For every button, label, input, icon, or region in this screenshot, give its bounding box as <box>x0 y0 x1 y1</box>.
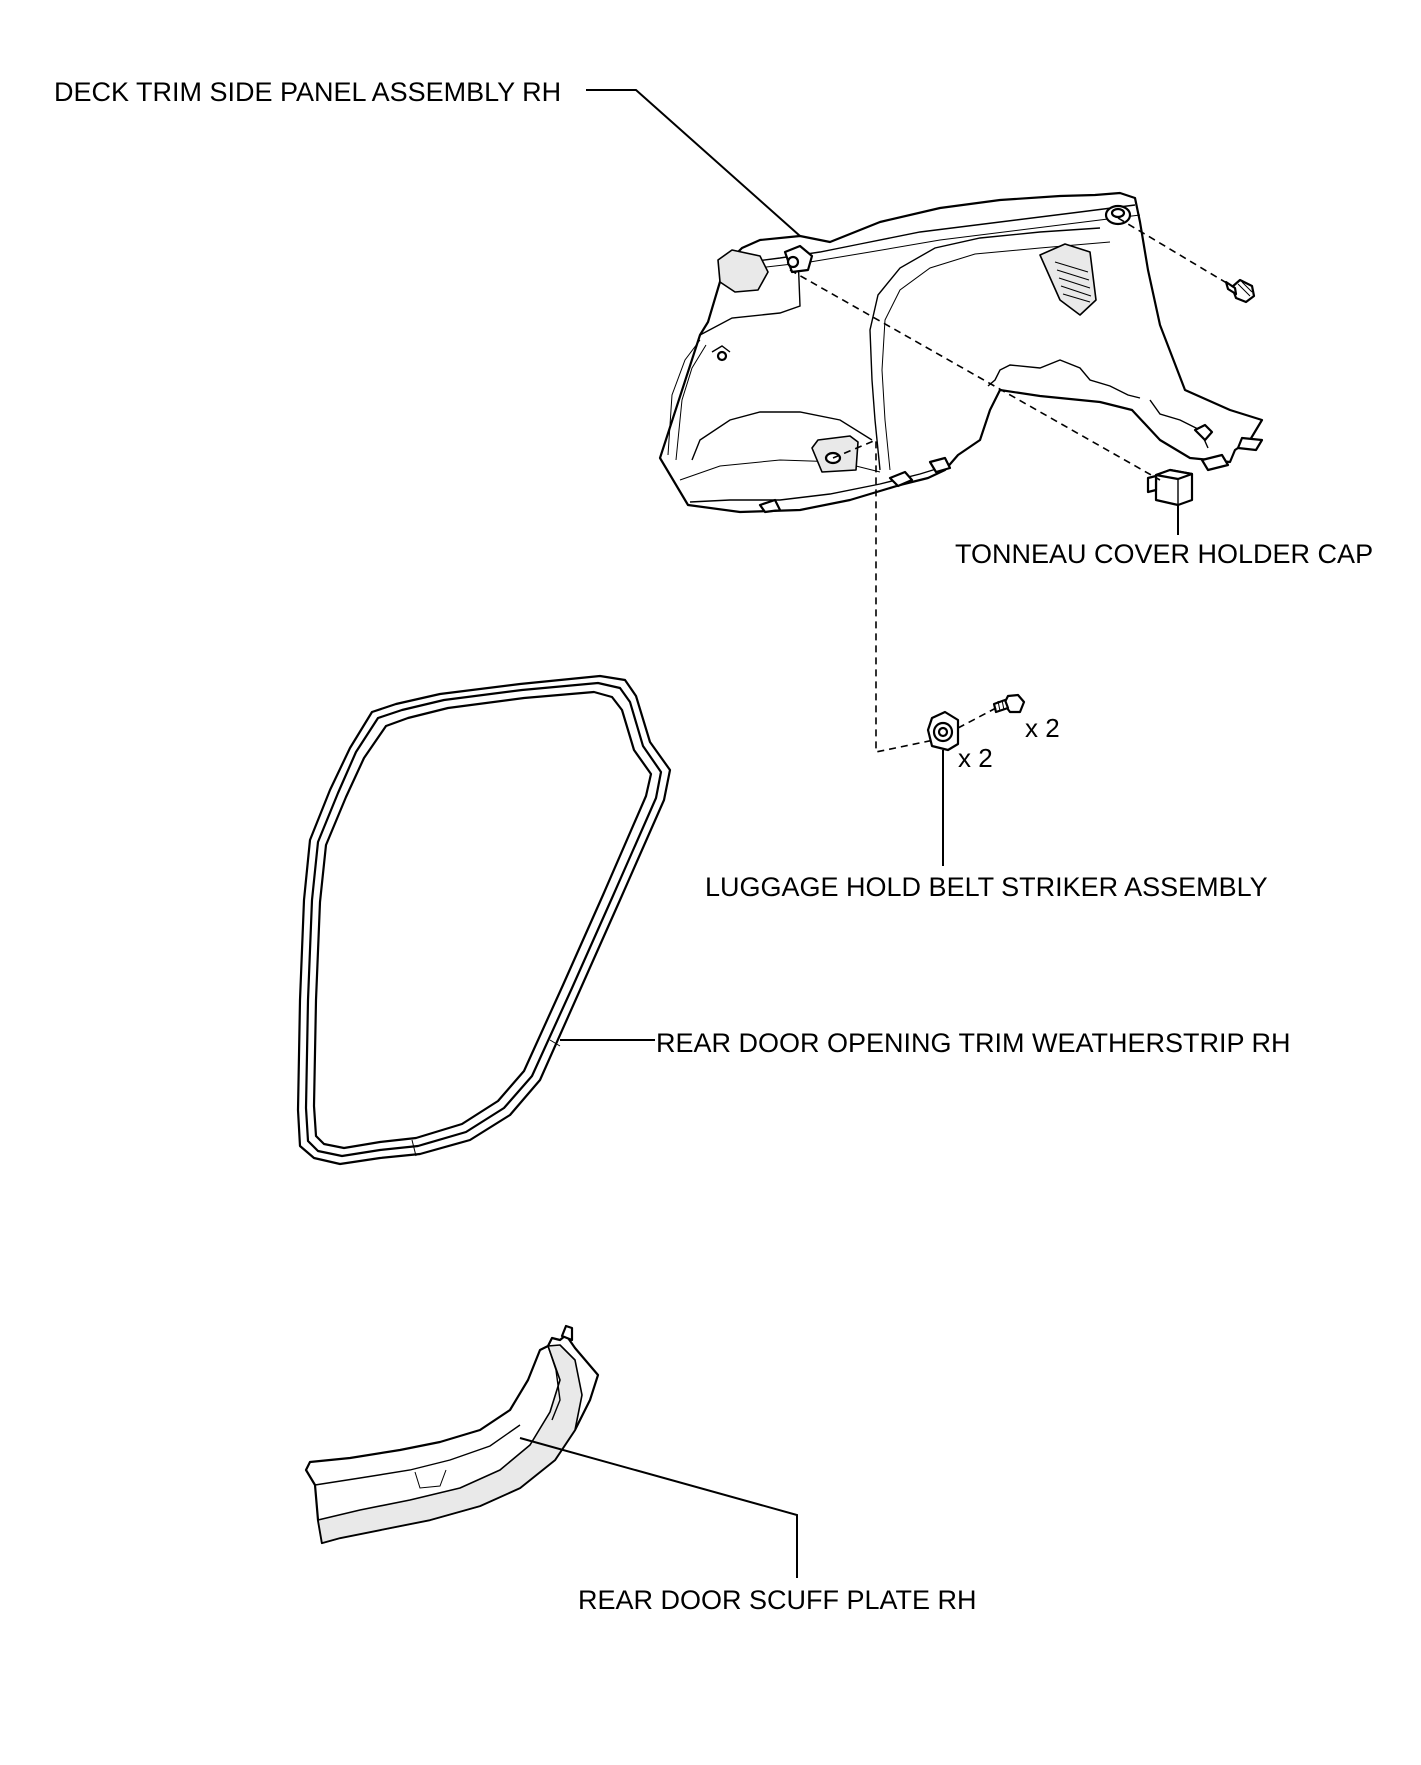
deck-trim-leader-line <box>586 89 801 237</box>
bolt-dashed-line <box>957 707 997 729</box>
panel-screw-icon <box>1224 278 1256 304</box>
rear-door-weatherstrip-drawing <box>296 674 672 1166</box>
striker-dashed-line <box>832 438 935 753</box>
deck-trim-side-panel-label: DECK TRIM SIDE PANEL ASSEMBLY RH <box>54 77 562 107</box>
rear-door-scuff-plate-drawing <box>304 1324 600 1545</box>
luggage-hold-belt-striker-label: LUGGAGE HOLD BELT STRIKER ASSEMBLY <box>705 872 1268 902</box>
striker-bolt-icon <box>992 693 1026 714</box>
cap-dashed-line <box>789 269 1161 481</box>
striker-quantity: x 2 <box>958 743 993 773</box>
deck-trim-side-panel-drawing <box>658 191 1264 514</box>
scuff-plate-leader-line <box>519 1437 798 1578</box>
rear-door-scuff-plate-label: REAR DOOR SCUFF PLATE RH <box>578 1585 977 1615</box>
striker-bolt-quantity: x 2 <box>1025 713 1060 743</box>
tonneau-cover-holder-cap-icon <box>1146 468 1194 507</box>
rear-door-weatherstrip-label: REAR DOOR OPENING TRIM WEATHERSTRIP RH <box>656 1028 1291 1058</box>
screw-dashed-line <box>1117 217 1236 289</box>
tonneau-cover-holder-cap-label: TONNEAU COVER HOLDER CAP <box>955 539 1374 569</box>
luggage-hold-belt-striker-icon <box>926 710 960 752</box>
